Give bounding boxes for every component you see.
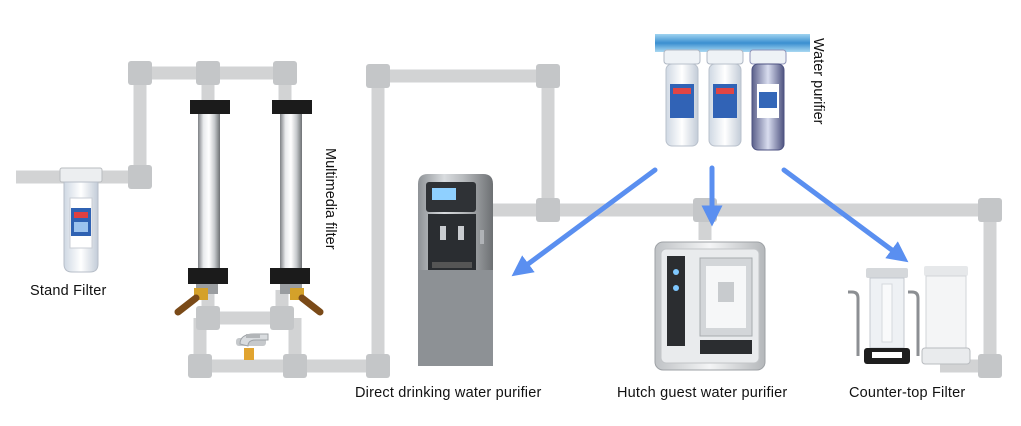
flow-arrow-icon: [511, 167, 658, 277]
water-purifier-icon: [655, 34, 810, 151]
counter-top-filter-icon: [848, 266, 971, 365]
flow-arrows: [511, 165, 909, 277]
stand-filter-label: Stand Filter: [30, 283, 107, 299]
direct-drinking-label: Direct drinking water purifier: [355, 385, 542, 401]
faucet-icon: [236, 333, 269, 360]
counter-top-label: Counter-top Filter: [849, 385, 966, 401]
multimedia-filter-icon: [174, 100, 324, 316]
flow-arrow-icon: [781, 167, 909, 263]
water-cooler-icon: [418, 174, 493, 366]
stand-filter-icon: [59, 167, 103, 273]
water-purifier-label: Water purifier: [810, 38, 826, 125]
hutch-guest-label: Hutch guest water purifier: [617, 385, 788, 401]
hutch-purifier-icon: [654, 241, 766, 371]
multimedia-filter-label: Multimedia filter: [322, 148, 338, 250]
pipe-network: [16, 66, 997, 373]
